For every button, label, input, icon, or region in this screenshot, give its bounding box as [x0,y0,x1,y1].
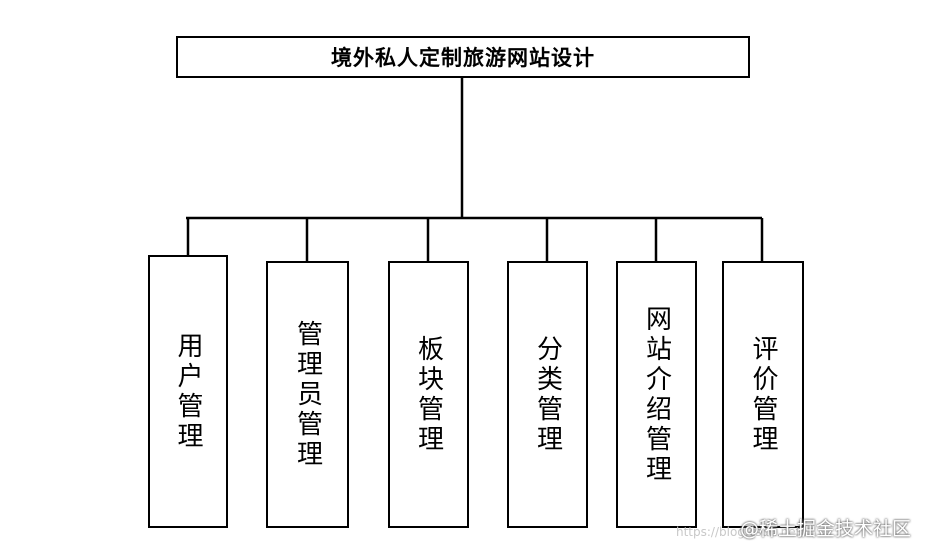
module-node-admin: 管理员管理 [266,261,349,528]
module-label: 分类管理 [532,334,563,455]
module-label: 板块管理 [413,334,444,455]
module-node-category: 分类管理 [507,261,588,528]
module-label: 用户管理 [173,331,203,452]
module-label: 管理员管理 [292,319,323,470]
module-node-user: 用户管理 [148,255,228,528]
module-node-board: 板块管理 [388,261,469,528]
module-node-site-intro: 网站介绍管理 [616,261,697,528]
source-url-watermark: https://blog.csdn.net/... [676,525,816,539]
watermark-text: @稀土掘金技术社区 [739,518,911,540]
root-node: 境外私人定制旅游网站设计 [176,36,750,78]
root-title: 境外私人定制旅游网站设计 [331,45,595,70]
module-label: 评价管理 [748,334,778,455]
module-node-review: 评价管理 [722,261,804,528]
module-label: 网站介绍管理 [641,304,672,485]
